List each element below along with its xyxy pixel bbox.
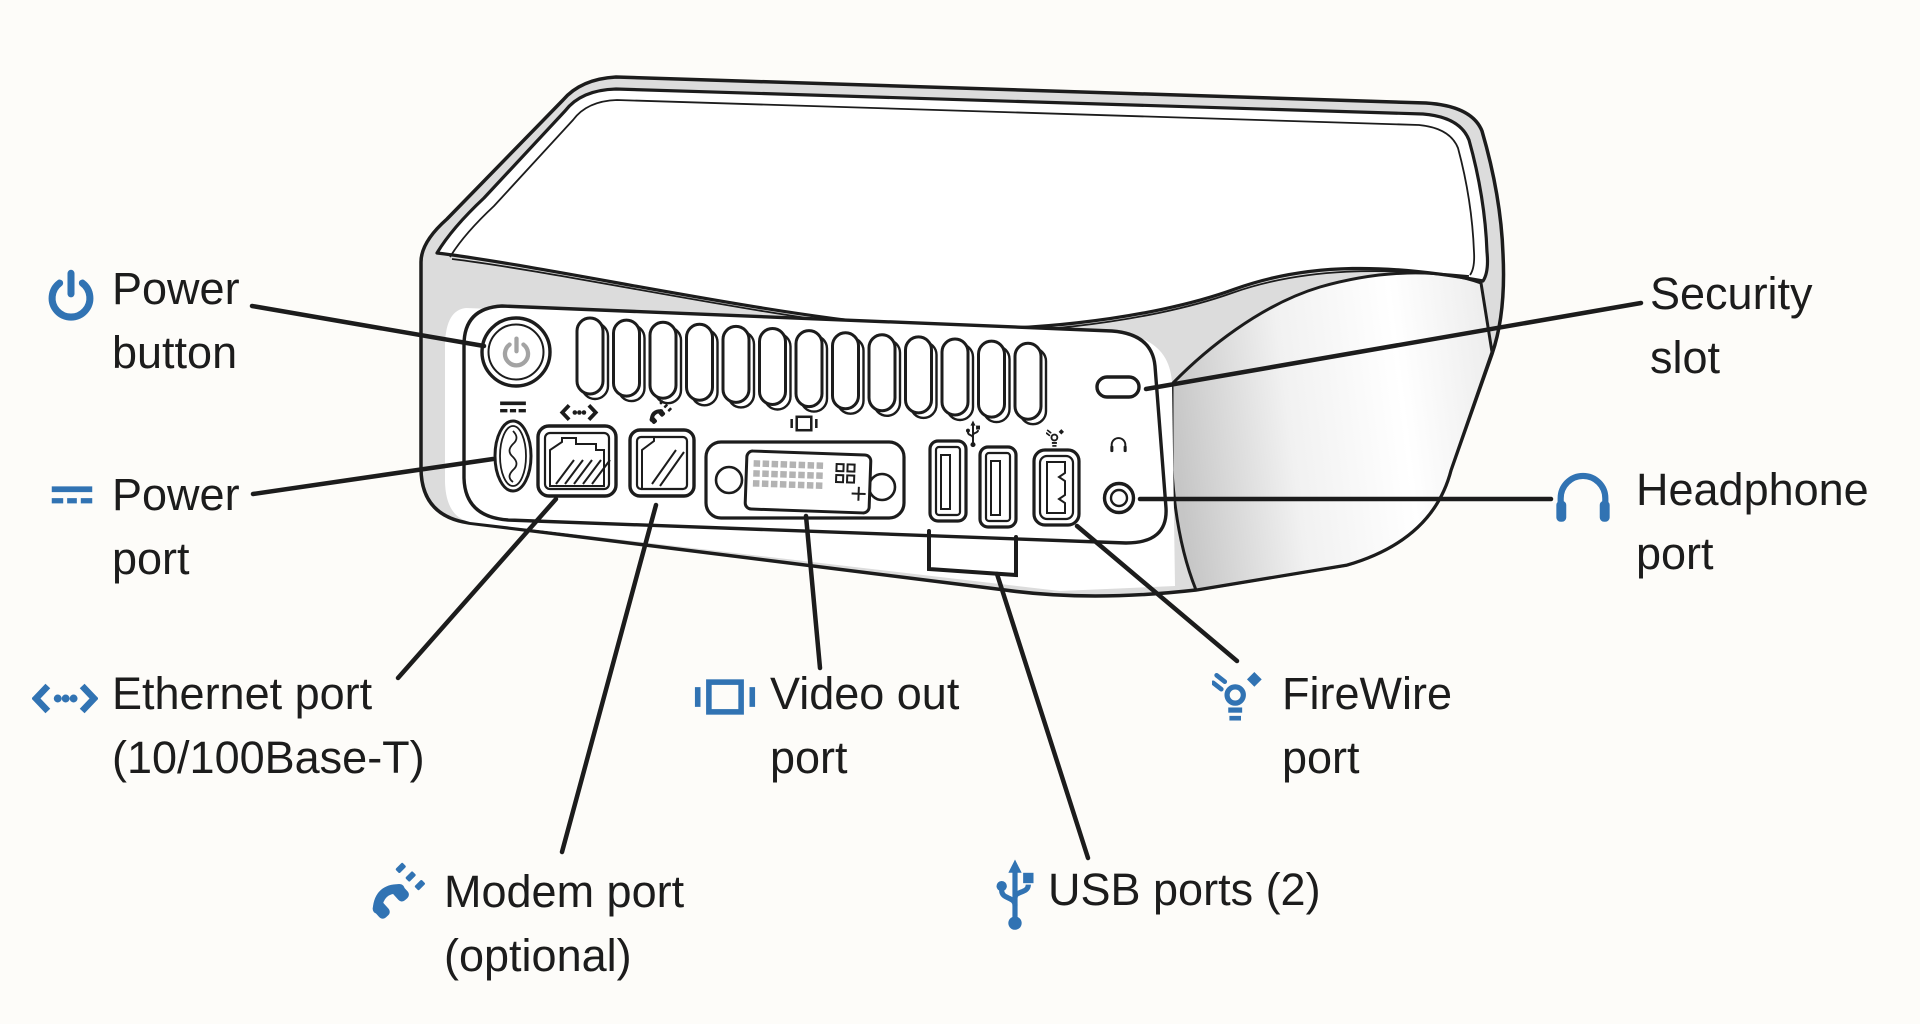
ethernet-port-drawing bbox=[536, 424, 618, 498]
label-line: (10/100Base-T) bbox=[112, 732, 425, 783]
ethernet-icon bbox=[32, 682, 98, 715]
security-slot-drawing bbox=[1095, 375, 1141, 399]
modem-port-drawing bbox=[628, 428, 696, 498]
power-icon bbox=[44, 268, 98, 324]
label-power-button: Power button bbox=[112, 257, 240, 385]
video-display-icon bbox=[694, 678, 756, 716]
usb-ports-drawing bbox=[928, 439, 1018, 529]
right-side-face bbox=[1170, 271, 1494, 592]
label-line: Power bbox=[112, 263, 240, 314]
headphones-icon bbox=[1552, 466, 1614, 528]
label-line: port bbox=[770, 732, 848, 783]
label-power-port: Power port bbox=[112, 463, 240, 591]
label-line: Ethernet port bbox=[112, 668, 373, 719]
label-line: port bbox=[112, 533, 190, 584]
label-line: Modem port bbox=[444, 866, 685, 917]
label-line: Security bbox=[1650, 268, 1813, 319]
label-firewire-port: FireWire port bbox=[1282, 662, 1452, 790]
label-ethernet-port: Ethernet port (10/100Base-T) bbox=[112, 662, 425, 790]
top-face-inner-edge bbox=[449, 99, 1476, 276]
modem-phone-icon bbox=[364, 860, 430, 926]
label-line: FireWire bbox=[1282, 668, 1452, 719]
headphone-jack-drawing bbox=[1102, 481, 1136, 515]
label-headphone-port: Headphone port bbox=[1636, 458, 1869, 586]
leader-modem-port bbox=[559, 502, 659, 855]
leader-power-button bbox=[249, 303, 487, 349]
label-video-out-port: Video out port bbox=[770, 662, 959, 790]
label-line: port bbox=[1636, 528, 1714, 579]
rear-panel-contents bbox=[480, 316, 1141, 529]
label-line: slot bbox=[1650, 332, 1721, 383]
leader-security-slot bbox=[1143, 300, 1644, 392]
label-line: (optional) bbox=[444, 930, 632, 981]
label-line: USB ports (2) bbox=[1048, 864, 1321, 915]
label-line: port bbox=[1282, 732, 1360, 783]
label-line: button bbox=[112, 327, 238, 378]
label-line: Power bbox=[112, 469, 240, 520]
leader-usb-ports bbox=[994, 571, 1091, 861]
label-security-slot: Security slot bbox=[1650, 262, 1813, 390]
usb-icon bbox=[992, 858, 1038, 932]
dc-power-icon bbox=[50, 484, 94, 506]
leader-video-out-port bbox=[803, 513, 823, 671]
label-usb-ports: USB ports (2) bbox=[1048, 858, 1321, 922]
leader-lines bbox=[249, 300, 1644, 861]
vent-slots bbox=[575, 316, 1048, 426]
leader-ethernet-port bbox=[395, 496, 559, 681]
dvi-crosshair bbox=[834, 462, 866, 501]
power-port-drawing bbox=[493, 419, 533, 493]
label-modem-port: Modem port (optional) bbox=[444, 860, 684, 988]
label-line: Video out bbox=[770, 668, 960, 719]
usb-bracket bbox=[927, 529, 1018, 578]
firewire-icon bbox=[1212, 662, 1270, 728]
firewire-port-drawing bbox=[1032, 448, 1081, 527]
label-line: Headphone bbox=[1636, 464, 1869, 515]
leader-power-port bbox=[250, 456, 496, 497]
leader-firewire-port bbox=[1074, 523, 1240, 664]
video-out-port-drawing bbox=[704, 440, 906, 520]
power-button-drawing bbox=[480, 316, 552, 388]
